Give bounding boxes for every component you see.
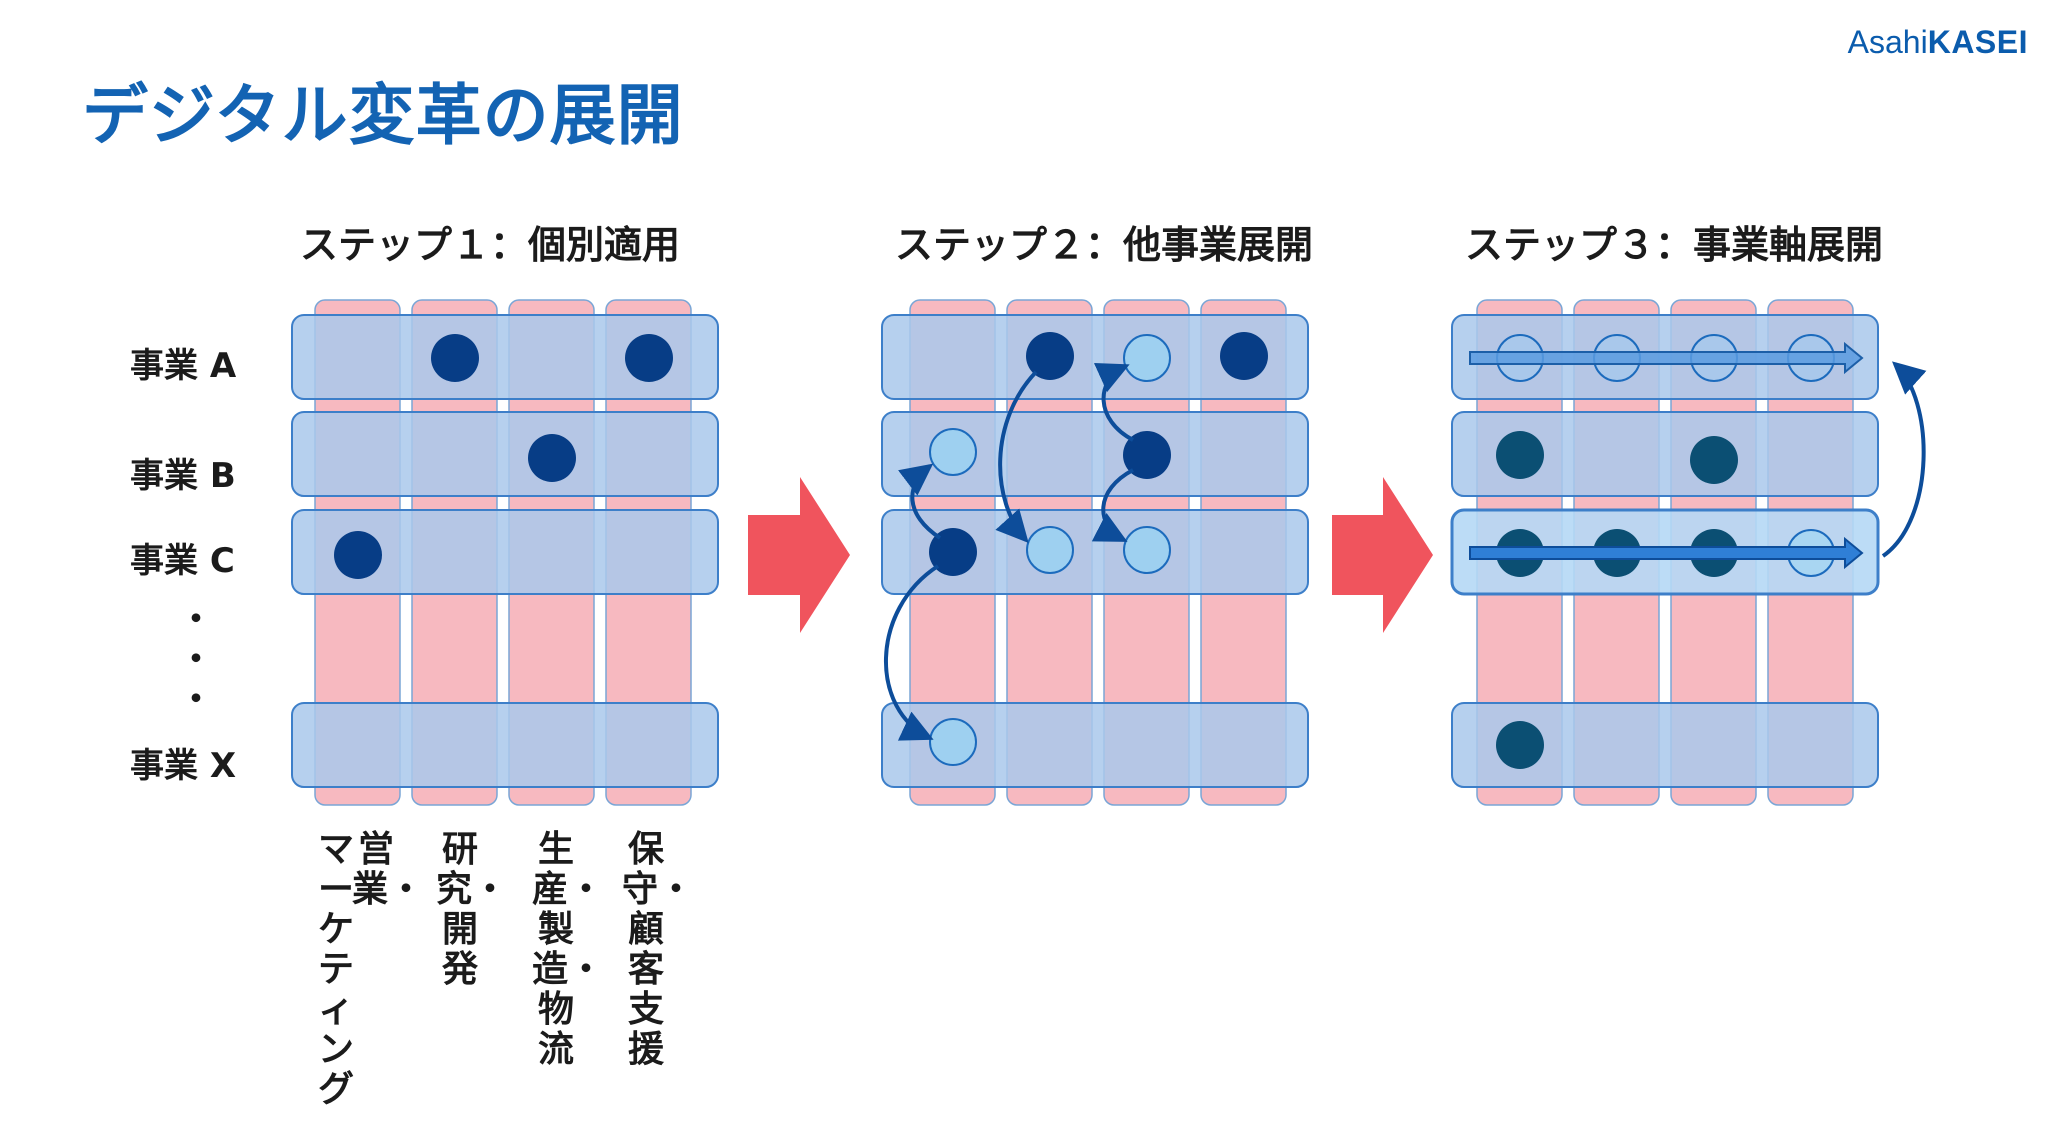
row-band-c bbox=[291, 509, 719, 595]
row-label-x: 事業 X bbox=[130, 746, 237, 786]
logo-prefix: Asahi bbox=[1847, 24, 1928, 60]
row-band-b bbox=[1451, 411, 1879, 497]
row-band-x bbox=[1451, 702, 1879, 788]
page-title: デジタル変革の展開 bbox=[82, 77, 684, 154]
dot-a-rnd bbox=[431, 334, 479, 382]
dot-a-service bbox=[1220, 332, 1268, 380]
row-a-value-chain-arrow bbox=[1469, 341, 1864, 375]
function-label-service: 保守・顧客支援 bbox=[622, 829, 695, 1070]
asahi-kasei-logo: AsahiKASEI bbox=[1848, 24, 2028, 61]
row-band-b bbox=[291, 411, 719, 497]
step-arrow-2 bbox=[1332, 477, 1433, 633]
step2-title: ステップ２：他事業展開 bbox=[895, 223, 1314, 267]
dot-b-production bbox=[1123, 431, 1171, 479]
logo-bold: KASEI bbox=[1927, 24, 2028, 60]
row-band-b bbox=[881, 411, 1309, 497]
row-band-x bbox=[291, 702, 719, 788]
deploy-arrow-row-c-to-a bbox=[1881, 361, 1927, 558]
dot-c-marketing bbox=[334, 531, 382, 579]
deploy-arrow-production-b-to-a bbox=[1093, 362, 1134, 442]
step2-matrix bbox=[881, 299, 1309, 806]
step2-rows bbox=[881, 314, 1309, 788]
row-label-b: 事業 B bbox=[130, 456, 236, 496]
step1-rows bbox=[291, 314, 719, 788]
row-band-x bbox=[881, 702, 1309, 788]
dot-b-marketing bbox=[1496, 431, 1544, 479]
step1-title: ステップ１：個別適用 bbox=[300, 223, 681, 267]
deploy-arrow-marketing-c-to-x bbox=[884, 564, 940, 741]
step3-matrix bbox=[1450, 299, 1927, 806]
function-marketing-line2: マーケティング bbox=[317, 829, 354, 1110]
row-band-a bbox=[881, 314, 1309, 400]
row-band-c bbox=[881, 509, 1309, 595]
step3-title: ステップ３：事業軸展開 bbox=[1465, 223, 1884, 267]
dot-a-production-deployed bbox=[1123, 334, 1171, 382]
row-c-value-chain-arrow bbox=[1469, 536, 1864, 570]
row-label-a: 事業 A bbox=[130, 346, 237, 386]
dot-c-marketing bbox=[929, 528, 977, 576]
dot-x-marketing bbox=[1496, 721, 1544, 769]
deploy-arrow-rnd-a-to-c bbox=[995, 370, 1038, 543]
deploy-arrow-production-b-to-c bbox=[1091, 468, 1134, 542]
dot-a-service bbox=[625, 334, 673, 382]
dot-b-production bbox=[528, 434, 576, 482]
dot-a-rnd bbox=[1026, 332, 1074, 380]
dot-x-marketing-deployed bbox=[929, 718, 977, 766]
step1-matrix bbox=[291, 299, 719, 806]
dot-c-production-deployed bbox=[1123, 526, 1171, 574]
dot-b-production bbox=[1690, 436, 1738, 484]
dot-c-rnd-deployed bbox=[1026, 526, 1074, 574]
row-label-c: 事業 C bbox=[130, 541, 235, 581]
deploy-arrow-marketing-c-to-b bbox=[898, 463, 942, 540]
dot-b-marketing-deployed bbox=[929, 428, 977, 476]
row-band-a bbox=[291, 314, 719, 400]
step-arrow-1 bbox=[748, 477, 850, 633]
